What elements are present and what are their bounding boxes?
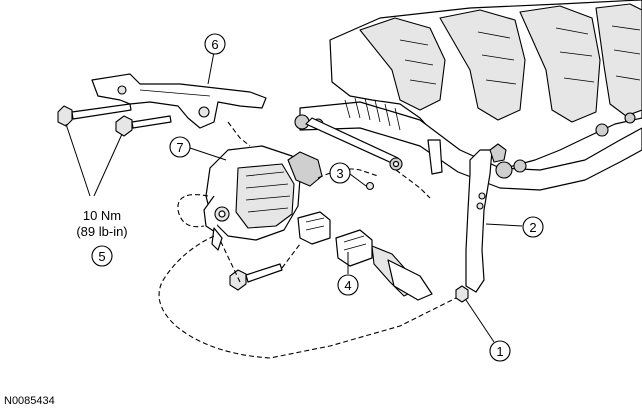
callout-4: 4 xyxy=(337,274,359,296)
leader-lines xyxy=(65,51,523,343)
support-bracket xyxy=(465,143,507,293)
callout-2: 2 xyxy=(522,216,544,238)
callout-2-label: 2 xyxy=(529,220,536,235)
callout-1: 1 xyxy=(489,340,511,362)
actuator-bolt-upper xyxy=(57,103,132,127)
intake-manifold xyxy=(294,0,642,191)
callout-5-label: 5 xyxy=(98,249,105,264)
actuator-bolt-bottom xyxy=(229,263,283,291)
callout-4-label: 4 xyxy=(344,278,351,293)
actuator-electrical-connector xyxy=(335,229,433,301)
callout-1-label: 1 xyxy=(496,344,503,359)
callout-3-label: 3 xyxy=(336,166,343,181)
callout-5: 5 xyxy=(91,245,113,267)
callout-7-label: 7 xyxy=(176,140,183,155)
torque-spec: 10 Nm (89 lb-in) xyxy=(76,208,127,239)
figure-id: N0085434 xyxy=(4,395,55,407)
actuator-bracket xyxy=(91,73,267,129)
intake-manifold-runner-control-actuator xyxy=(203,145,331,251)
torque-spec-metric: 10 Nm xyxy=(83,208,121,223)
callout-3: 3 xyxy=(329,162,351,184)
callout-6: 6 xyxy=(204,33,226,55)
callout-7: 7 xyxy=(169,136,191,158)
torque-spec-imperial: (89 lb-in) xyxy=(76,224,127,239)
actuator-link-rod xyxy=(305,117,403,191)
actuator-bolt-lower xyxy=(115,115,172,137)
bracket-nut xyxy=(455,285,469,303)
callout-6-label: 6 xyxy=(211,37,218,52)
